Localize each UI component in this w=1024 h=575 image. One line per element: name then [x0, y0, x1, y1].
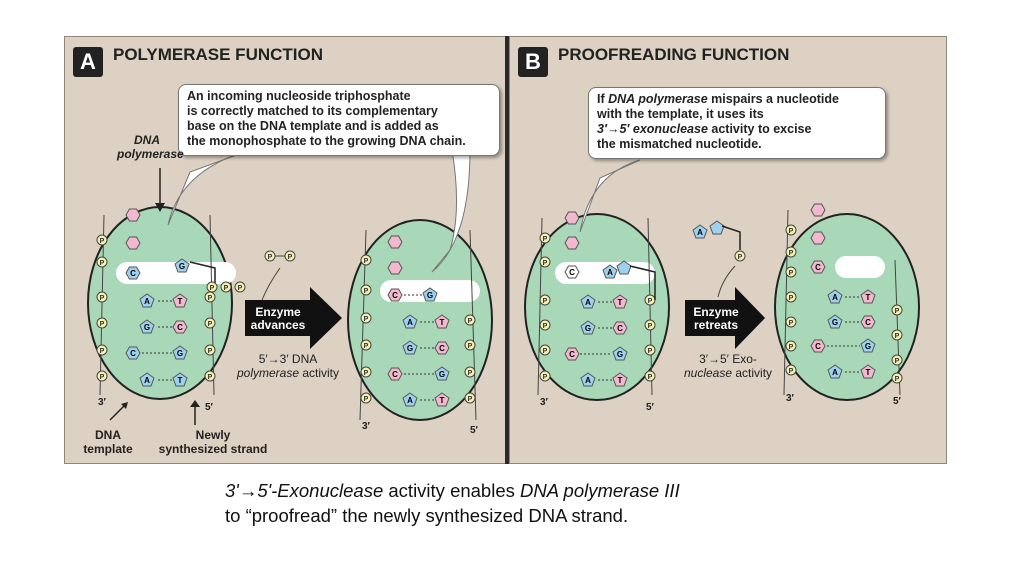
exonuclease-activity-label: 3′→5′ Exo- nuclease activity — [683, 352, 773, 380]
end-3-label-a1: 3′ — [98, 397, 106, 408]
svg-text:C: C — [130, 349, 136, 358]
svg-text:T: T — [178, 297, 183, 306]
svg-text:G: G — [585, 324, 591, 333]
svg-text:T: T — [866, 293, 871, 302]
polymerase-activity-label: 5′→3′ DNA polymerase activity — [236, 352, 340, 380]
svg-text:T: T — [178, 376, 183, 385]
svg-text:A: A — [697, 228, 703, 237]
caption-line-1: 3'→5'-Exonuclease activity enables DNA p… — [225, 480, 680, 501]
enzyme-a-after: C G A T G C C G A T — [347, 219, 493, 421]
svg-text:A: A — [407, 396, 413, 405]
panel-divider — [505, 36, 510, 464]
svg-text:G: G — [407, 344, 413, 353]
svg-text:A: A — [832, 293, 838, 302]
excised-nucleotide: A — [692, 220, 746, 298]
svg-text:C: C — [569, 350, 575, 359]
end-3-label-b2: 3′ — [786, 393, 794, 404]
svg-text:A: A — [585, 376, 591, 385]
end-3-label-a2: 3′ — [362, 421, 370, 432]
svg-text:G: G — [865, 342, 871, 351]
svg-text:G: G — [439, 370, 445, 379]
svg-text:A: A — [607, 268, 613, 277]
end-5-label-a1: 5′ — [205, 402, 213, 413]
callout-a-line-2: is correctly matched to its complementar… — [187, 104, 438, 118]
svg-text:T: T — [866, 368, 871, 377]
callout-b-line-2: with the template, it uses its — [597, 107, 764, 121]
enzyme-a-before: C G A T G C C G A T — [87, 168, 246, 425]
callout-polymerase: An incoming nucleoside triphosphate is c… — [178, 84, 500, 156]
svg-text:T: T — [618, 376, 623, 385]
svg-text:C: C — [865, 318, 871, 327]
end-3-label-b1: 3′ — [540, 397, 548, 408]
svg-text:A: A — [407, 318, 413, 327]
enzyme-retreats-arrow — [685, 287, 765, 349]
svg-text:G: G — [177, 349, 183, 358]
svg-text:C: C — [617, 324, 623, 333]
caption-line-2: to “proofread” the newly synthesized DNA… — [225, 505, 629, 526]
enzyme-advances-arrow — [245, 287, 342, 349]
svg-text:G: G — [617, 350, 623, 359]
svg-text:C: C — [439, 344, 445, 353]
panel-a-badge: A — [73, 47, 103, 77]
pyrophosphate — [261, 250, 296, 301]
svg-text:A: A — [144, 297, 150, 306]
svg-text:G: G — [144, 323, 150, 332]
panel-b-title: PROOFREADING FUNCTION — [558, 45, 790, 64]
end-5-label-b1: 5′ — [646, 402, 654, 413]
svg-text:A: A — [144, 376, 150, 385]
callout-a-line-4: the monophosphate to the growing DNA cha… — [187, 134, 466, 148]
svg-text:T: T — [440, 318, 445, 327]
callout-a-line-1: An incoming nucleoside triphosphate — [187, 89, 411, 103]
svg-text:T: T — [440, 396, 445, 405]
svg-text:G: G — [179, 262, 185, 271]
svg-text:C: C — [815, 342, 821, 351]
svg-text:G: G — [427, 291, 433, 300]
svg-text:C: C — [569, 268, 575, 277]
callout-proofreading: If DNA polymerase mispairs a nucleotide … — [588, 87, 886, 159]
svg-text:C: C — [130, 269, 136, 278]
enzyme-b-mispair: C A A T G C C G A T — [524, 211, 670, 401]
svg-text:A: A — [832, 368, 838, 377]
callout-b-line-3: 3′→5′ exonuclease activity to excise — [597, 122, 812, 136]
callout-b-line-4: the mismatched nucleotide. — [597, 137, 762, 151]
svg-text:C: C — [815, 263, 821, 272]
svg-text:A: A — [585, 298, 591, 307]
svg-text:C: C — [392, 291, 398, 300]
slide-caption: 3'→5'-Exonuclease activity enables DNA p… — [225, 478, 680, 528]
svg-text:C: C — [392, 370, 398, 379]
panel-a-title: POLYMERASE FUNCTION — [113, 45, 324, 64]
callout-b-line-1: If DNA polymerase mispairs a nucleotide — [597, 92, 839, 106]
svg-text:T: T — [618, 298, 623, 307]
enzyme-b-after: C A T G C C G A T — [774, 203, 920, 401]
end-5-label-a2: 5′ — [470, 425, 478, 436]
svg-text:C: C — [177, 323, 183, 332]
end-5-label-b2: 5′ — [893, 396, 901, 407]
panel-b-badge: B — [518, 47, 548, 77]
svg-text:G: G — [832, 318, 838, 327]
callout-a-line-3: base on the DNA template and is added as — [187, 119, 439, 133]
